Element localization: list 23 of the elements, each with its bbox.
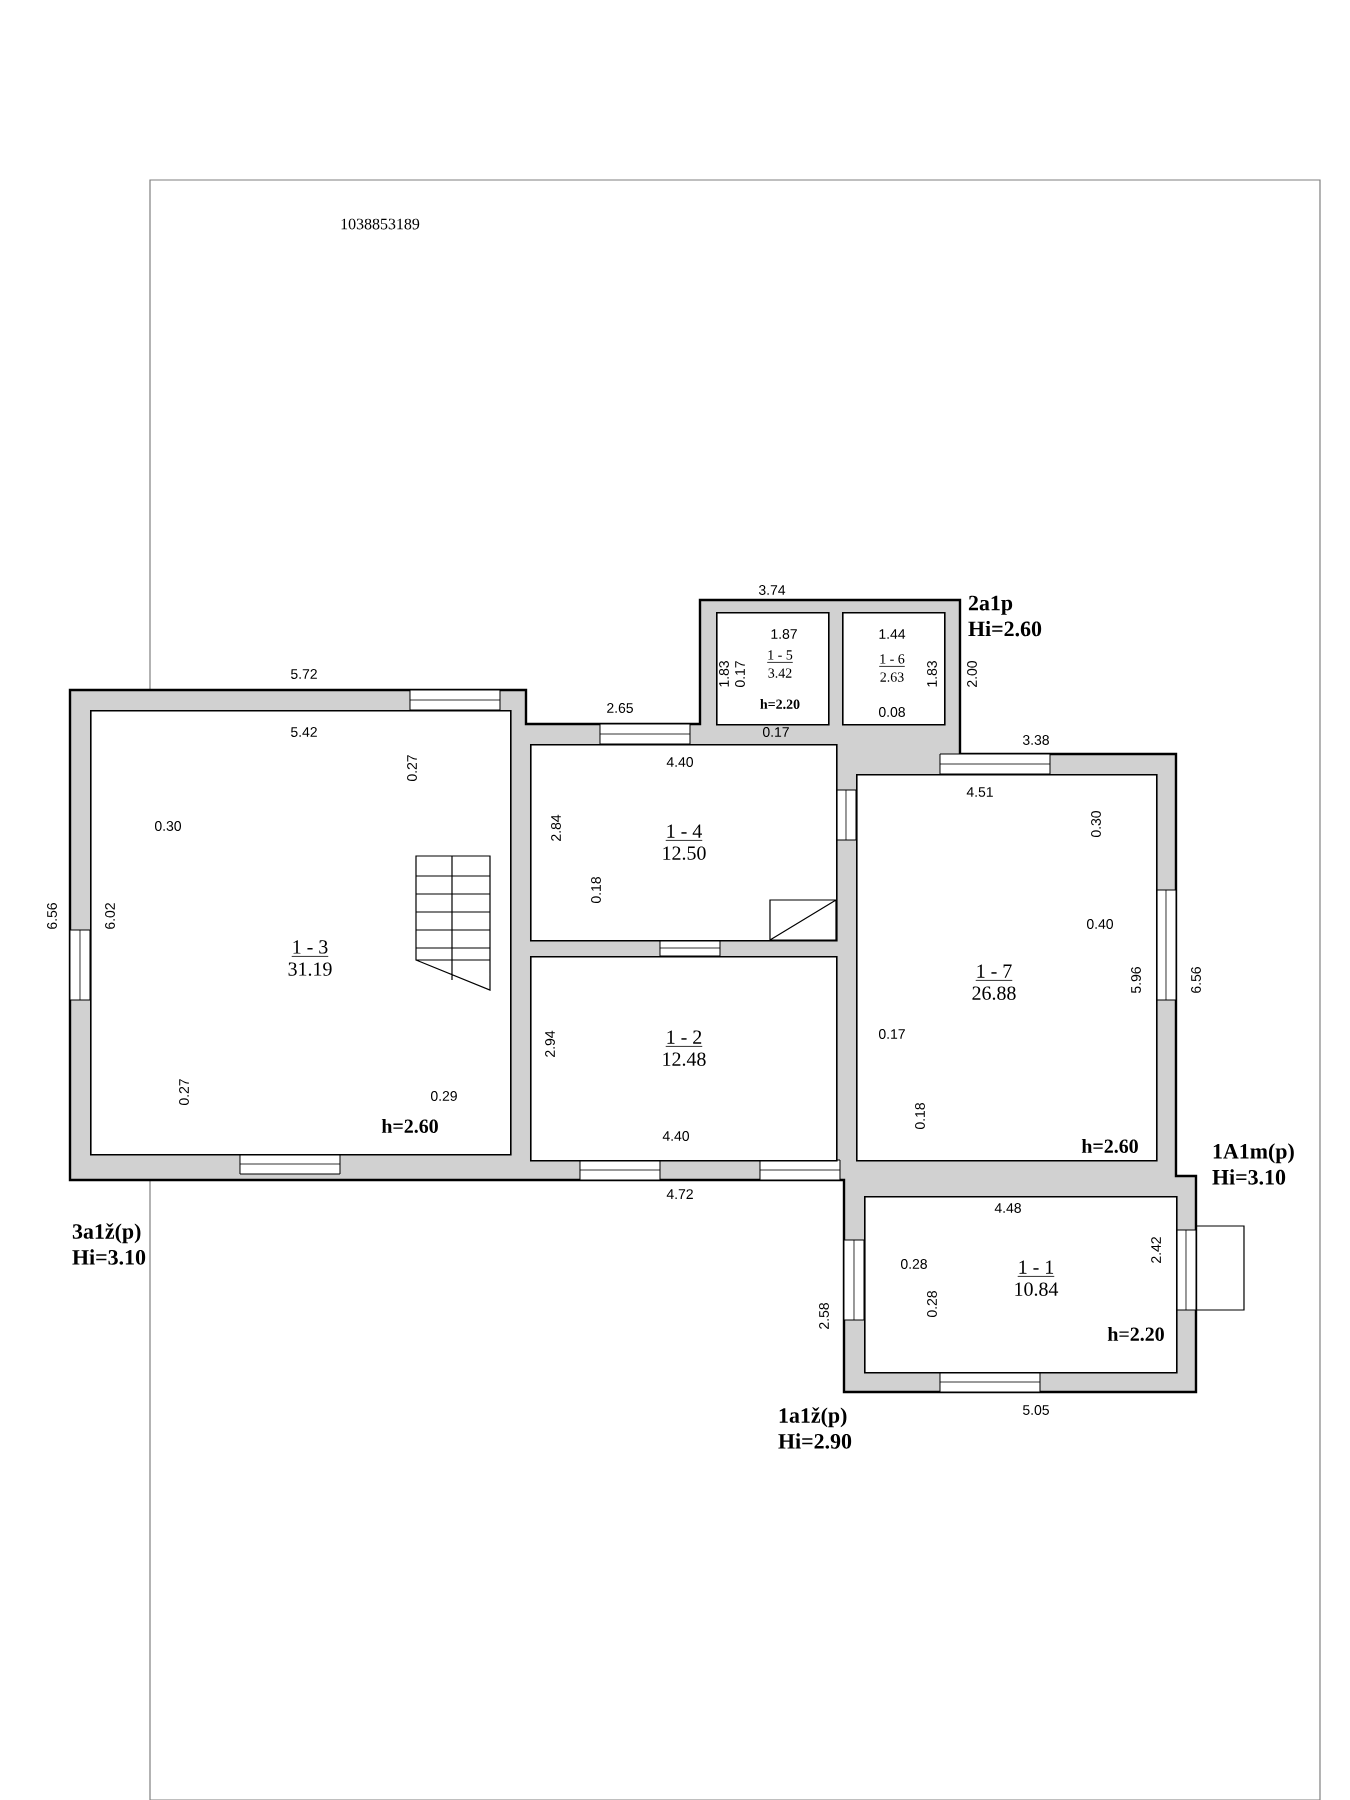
room <box>530 956 838 1162</box>
block-label: 1a1ž(p) Hi=2.90 <box>778 1407 852 1449</box>
block-label: 2a1p Hi=2.60 <box>968 595 1042 637</box>
block-label: 3a1ž(p) Hi=3.10 <box>72 1223 146 1265</box>
room-area: 10.84 <box>1015 1282 1059 1296</box>
room-number: 1 - 3 <box>291 940 329 957</box>
room <box>856 774 1158 1162</box>
room <box>530 744 838 942</box>
room-area: 12.50 <box>663 846 706 860</box>
room <box>716 612 830 726</box>
room <box>842 612 946 726</box>
ceiling-height: h=2.60 <box>1081 1138 1138 1154</box>
ceiling-height: h=2.60 <box>381 1118 438 1134</box>
room-area: 12.48 <box>663 1052 706 1066</box>
room-area: 26.88 <box>972 986 1016 1000</box>
room-number: 1 - 2 <box>665 1030 703 1047</box>
room-area: 31.19 <box>288 962 332 976</box>
block-label: 1A1m(p) Hi=3.10 <box>1212 1143 1294 1185</box>
room-number: 1 - 1 <box>1017 1260 1055 1277</box>
room <box>90 710 512 1156</box>
room-number: 1 - 7 <box>975 964 1013 981</box>
ceiling-height: h=2.20 <box>1107 1326 1164 1342</box>
room-number: 1 - 4 <box>665 824 703 841</box>
